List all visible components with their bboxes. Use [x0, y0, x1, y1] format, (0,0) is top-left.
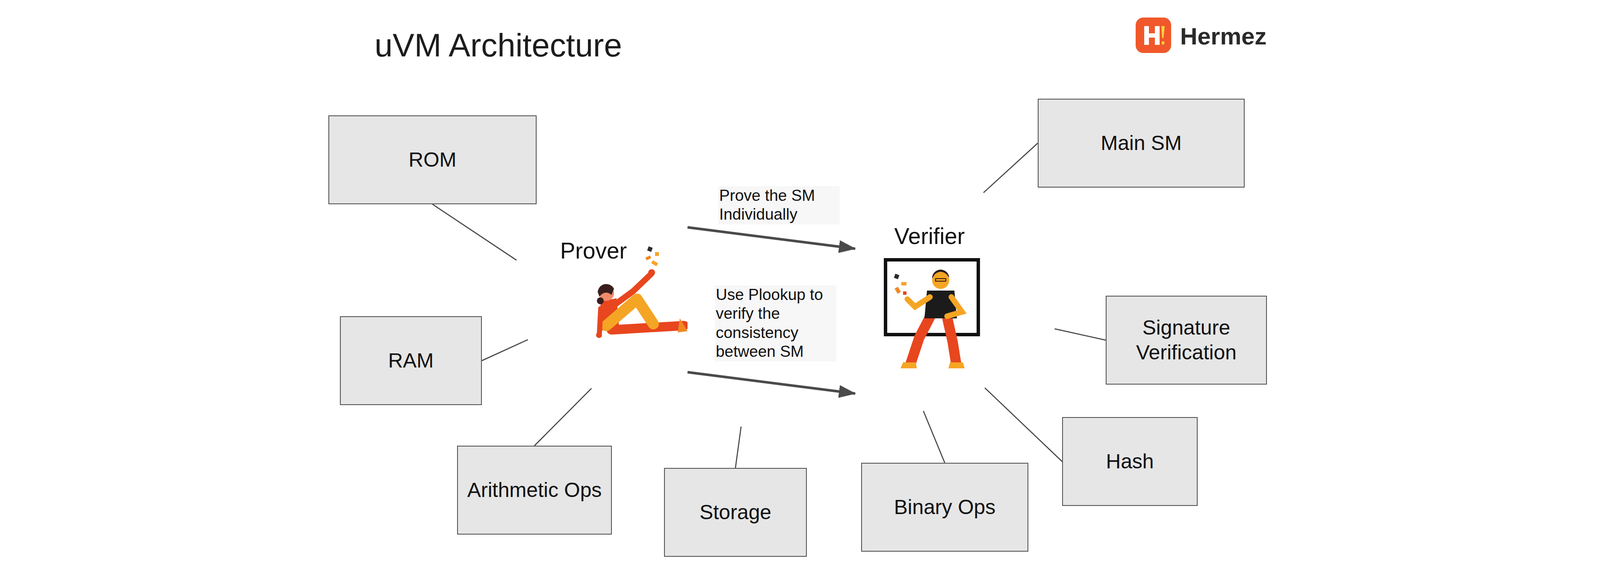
box-label: Binary Ops [894, 495, 996, 520]
process-box: Storage [664, 468, 807, 558]
box-label: Signature Verification [1118, 315, 1255, 365]
box-label: RAM [388, 348, 434, 374]
process-box: Hash [1062, 417, 1198, 507]
actor-label: Verifier [855, 222, 1004, 251]
process-box: Binary Ops [861, 463, 1029, 553]
flow-arrow [687, 227, 856, 249]
connector-line [923, 411, 945, 464]
edge-label: Use Plookup to verify the consistency be… [714, 285, 837, 362]
process-box: Main SM [1037, 98, 1245, 188]
process-box: Arithmetic Ops [457, 445, 613, 535]
edge-label: Prove the SM Individually [718, 186, 840, 225]
connector-line [984, 388, 1063, 462]
process-box: ROM [328, 115, 537, 205]
process-box: RAM [339, 316, 482, 406]
actor-figure: Verifier [855, 215, 1004, 405]
connector-line [983, 143, 1038, 193]
connector-line [534, 388, 592, 446]
box-label: ROM [408, 147, 457, 173]
box-label: Storage [699, 500, 772, 526]
ellipse-outline [509, 152, 1066, 429]
flow-arrow [687, 372, 856, 394]
process-box: Signature Verification [1105, 295, 1267, 385]
logo-icon [1135, 17, 1172, 54]
box-label: Arithmetic Ops [467, 478, 603, 503]
actor-label: Prover [551, 237, 688, 265]
connector-line [1054, 329, 1106, 341]
diagram-title: uVM Architecture [374, 26, 623, 64]
connector-line [735, 426, 741, 469]
connector-line [481, 339, 529, 361]
connector-line [432, 204, 517, 261]
brand-name: Hermez [1180, 22, 1267, 51]
box-label: Main SM [1100, 130, 1182, 156]
actor-figure: Prover [551, 222, 688, 394]
box-label: Hash [1105, 449, 1154, 475]
